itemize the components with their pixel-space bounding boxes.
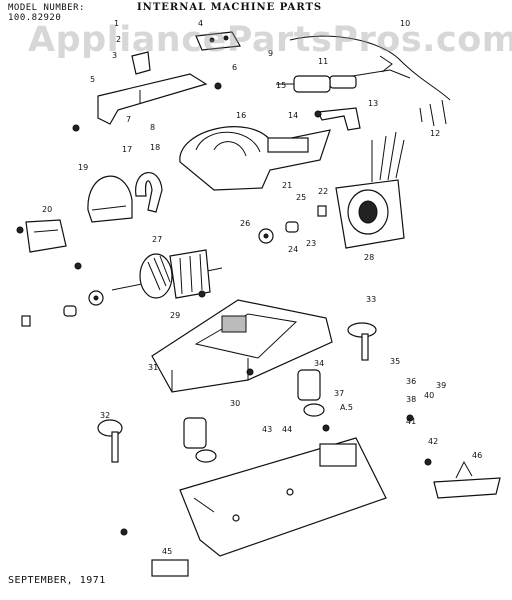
diagram-title: INTERNAL MACHINE PARTS [137, 2, 323, 13]
callout-24: 24 [288, 245, 298, 254]
part-15-switch [276, 75, 331, 93]
callout-21: 21 [282, 181, 292, 190]
callout-45: 45 [162, 547, 172, 556]
watermark: AppliancePartsPros.com [28, 20, 512, 60]
callout-38: 38 [406, 395, 416, 404]
part-34-bearing [183, 369, 321, 449]
part-28-field-coil [335, 131, 405, 249]
callout-30: 30 [230, 399, 240, 408]
part-4-clip [195, 31, 241, 51]
callout-20: 20 [42, 205, 52, 214]
callout-a5: A.5 [340, 403, 353, 412]
part-18-clip [135, 172, 163, 213]
callout-10: 10 [400, 19, 410, 28]
callout-2: 2 [116, 35, 121, 44]
callout-22: 22 [318, 187, 328, 196]
callout-11: 11 [318, 57, 328, 66]
callout-13: 13 [368, 99, 378, 108]
screws [16, 82, 432, 536]
callout-1: 1 [114, 19, 119, 28]
part-31-gear-housing [151, 299, 333, 393]
callout-40: 40 [424, 391, 434, 400]
part-45-plate [151, 559, 189, 577]
callout-12: 12 [430, 129, 440, 138]
part-5-bracket [97, 73, 208, 125]
part-19-cover [87, 175, 133, 223]
callout-4: 4 [198, 19, 203, 28]
callout-15: 15 [276, 81, 286, 90]
callout-6: 6 [232, 63, 237, 72]
callout-28: 28 [364, 253, 374, 262]
callout-34: 34 [314, 359, 324, 368]
callout-36: 36 [406, 377, 416, 386]
part-20-bracket [25, 219, 67, 253]
part-33-gear [347, 322, 377, 361]
callout-26: 26 [240, 219, 250, 228]
callout-37: 37 [334, 389, 344, 398]
callout-31: 31 [148, 363, 158, 372]
callout-3: 3 [112, 51, 117, 60]
part-22-brush [21, 205, 327, 327]
callout-43: 43 [262, 425, 272, 434]
part-10-power-cord [289, 35, 451, 101]
callout-29: 29 [170, 311, 180, 320]
callout-33: 33 [366, 295, 376, 304]
model-number-value: 100.82920 [8, 13, 62, 23]
part-3-bracket [131, 51, 151, 75]
part-46-bracket [433, 460, 501, 499]
callout-14: 14 [288, 111, 298, 120]
part-43-base-plate [179, 437, 387, 557]
part-26-washer [88, 228, 274, 306]
callout-18: 18 [150, 143, 160, 152]
callout-32: 32 [100, 411, 110, 420]
callout-5: 5 [90, 75, 95, 84]
callout-41: 41 [406, 417, 416, 426]
part-24-bushing [63, 221, 299, 317]
callout-17: 17 [122, 145, 132, 154]
callout-8: 8 [150, 123, 155, 132]
part-27-armature [111, 249, 223, 299]
callout-23: 23 [306, 239, 316, 248]
callout-9: 9 [268, 49, 273, 58]
callout-42: 42 [428, 437, 438, 446]
model-number-label: MODEL NUMBER: [8, 3, 85, 13]
part-16-housing [179, 126, 331, 191]
callout-25: 25 [296, 193, 306, 202]
part-12-leads [419, 99, 447, 127]
callout-7: 7 [126, 115, 131, 124]
date-footer: SEPTEMBER, 1971 [8, 575, 106, 586]
callout-27: 27 [152, 235, 162, 244]
callout-35: 35 [390, 357, 400, 366]
part-13-bracket [317, 107, 361, 131]
callout-44: 44 [282, 425, 292, 434]
callout-46: 46 [472, 451, 482, 460]
callout-39: 39 [436, 381, 446, 390]
part-37-washer [195, 403, 325, 463]
callout-16: 16 [236, 111, 246, 120]
part-32-gear [97, 419, 123, 463]
callout-19: 19 [78, 163, 88, 172]
